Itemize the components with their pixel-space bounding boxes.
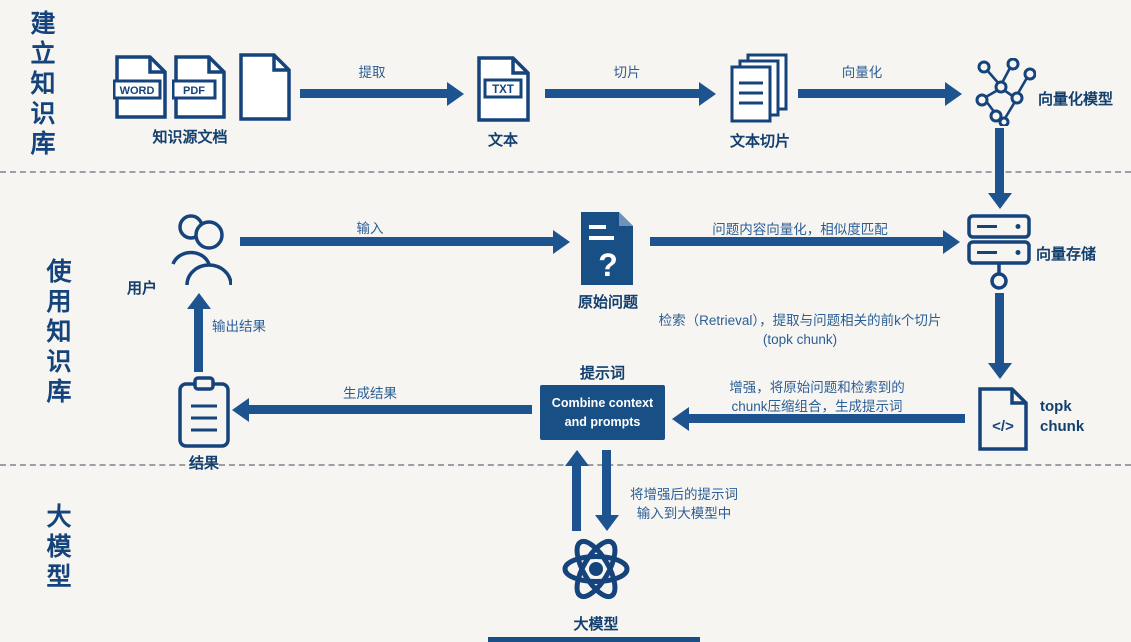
- topk-chunk-label: topk chunk: [1040, 398, 1085, 436]
- combine-box-line2: and prompts: [564, 414, 641, 429]
- question-label: 原始问题: [577, 294, 638, 311]
- augment-label-line2: chunk压缩组合，生成提示词: [731, 398, 903, 414]
- svg-text:WORD: WORD: [120, 85, 155, 97]
- llm-label: 大模型: [573, 616, 619, 633]
- vectorize-arrow-label: 向量化: [841, 65, 883, 80]
- prompt-label: 提示词: [579, 365, 625, 382]
- question-doc-icon: ?: [578, 210, 636, 288]
- llm-atom-icon: [560, 533, 632, 605]
- combine-context-box: Combine context and prompts: [540, 385, 665, 440]
- retrieval-label-line1: 检索（Retrieval），提取与问题相关的前k个切片: [658, 313, 942, 328]
- topk-chunk-icon: </>: [976, 386, 1030, 452]
- section-label-build: 建立知识库: [27, 10, 55, 160]
- combine-box-line1: Combine context: [551, 396, 654, 411]
- vector-store-label: 向量存储: [1036, 246, 1097, 263]
- extract-arrow: [300, 89, 448, 98]
- result-icon: [176, 376, 232, 450]
- vector-store-icon: [966, 212, 1032, 292]
- text-chunks-icon: [730, 53, 790, 125]
- input-arrow: [240, 237, 554, 246]
- to-llm-label: 将增强后的提示词 输入到大模型中: [626, 486, 742, 524]
- match-arrow: [650, 237, 944, 246]
- user-label: 用户: [126, 280, 157, 297]
- output-arrow-label: 输出结果: [212, 319, 266, 334]
- match-arrow-label: 问题内容向量化，相似度匹配: [712, 222, 888, 237]
- text-chunks-label: 文本切片: [729, 133, 790, 150]
- vector-model-label: 向量化模型: [1038, 91, 1114, 108]
- svg-text:?: ?: [598, 247, 618, 283]
- model-to-store-arrow: [995, 128, 1004, 194]
- section-divider-build-use: [0, 171, 1131, 173]
- slice-arrow-label: 切片: [613, 65, 641, 80]
- pdf-file-icon: PDF: [171, 54, 228, 120]
- source-docs-label: 知识源文档: [152, 129, 228, 146]
- llm-return-arrow: [572, 465, 581, 531]
- vectorize-arrow: [798, 89, 946, 98]
- svg-text:TXT: TXT: [492, 84, 514, 96]
- augment-label-line1: 增强，将原始问题和检索到的: [729, 380, 905, 395]
- extract-arrow-label: 提取: [358, 65, 386, 80]
- bottom-bar: [488, 637, 700, 642]
- output-arrow: [194, 308, 203, 372]
- to-llm-arrow: [602, 450, 611, 516]
- txt-file-icon: TXT: [474, 55, 532, 123]
- text-node-label: 文本: [487, 132, 518, 149]
- word-file-icon: WORD: [112, 54, 169, 120]
- section-label-use: 使用知识库: [43, 258, 71, 408]
- augment-arrow: [688, 414, 965, 423]
- retrieval-arrow: [995, 293, 1004, 364]
- svg-text:</>: </>: [992, 418, 1014, 435]
- to-llm-label-line1: 将增强后的提示词: [630, 487, 738, 502]
- retrieval-label-line2: (topk chunk): [762, 331, 838, 347]
- slice-arrow: [545, 89, 700, 98]
- user-icon: [170, 210, 233, 288]
- result-label: 结果: [188, 455, 219, 472]
- retrieval-label: 检索（Retrieval），提取与问题相关的前k个切片 (topk chunk): [620, 312, 980, 350]
- input-arrow-label: 输入: [356, 221, 384, 236]
- generate-arrow-label: 生成结果: [343, 386, 397, 401]
- generate-arrow: [248, 405, 532, 414]
- svg-text:PDF: PDF: [183, 85, 205, 97]
- blank-file-icon: [237, 52, 293, 122]
- augment-label: 增强，将原始问题和检索到的 chunk压缩组合，生成提示词: [672, 379, 962, 417]
- vector-model-icon: [972, 57, 1037, 128]
- section-label-model: 大模型: [43, 503, 71, 593]
- to-llm-label-line2: 输入到大模型中: [636, 505, 732, 521]
